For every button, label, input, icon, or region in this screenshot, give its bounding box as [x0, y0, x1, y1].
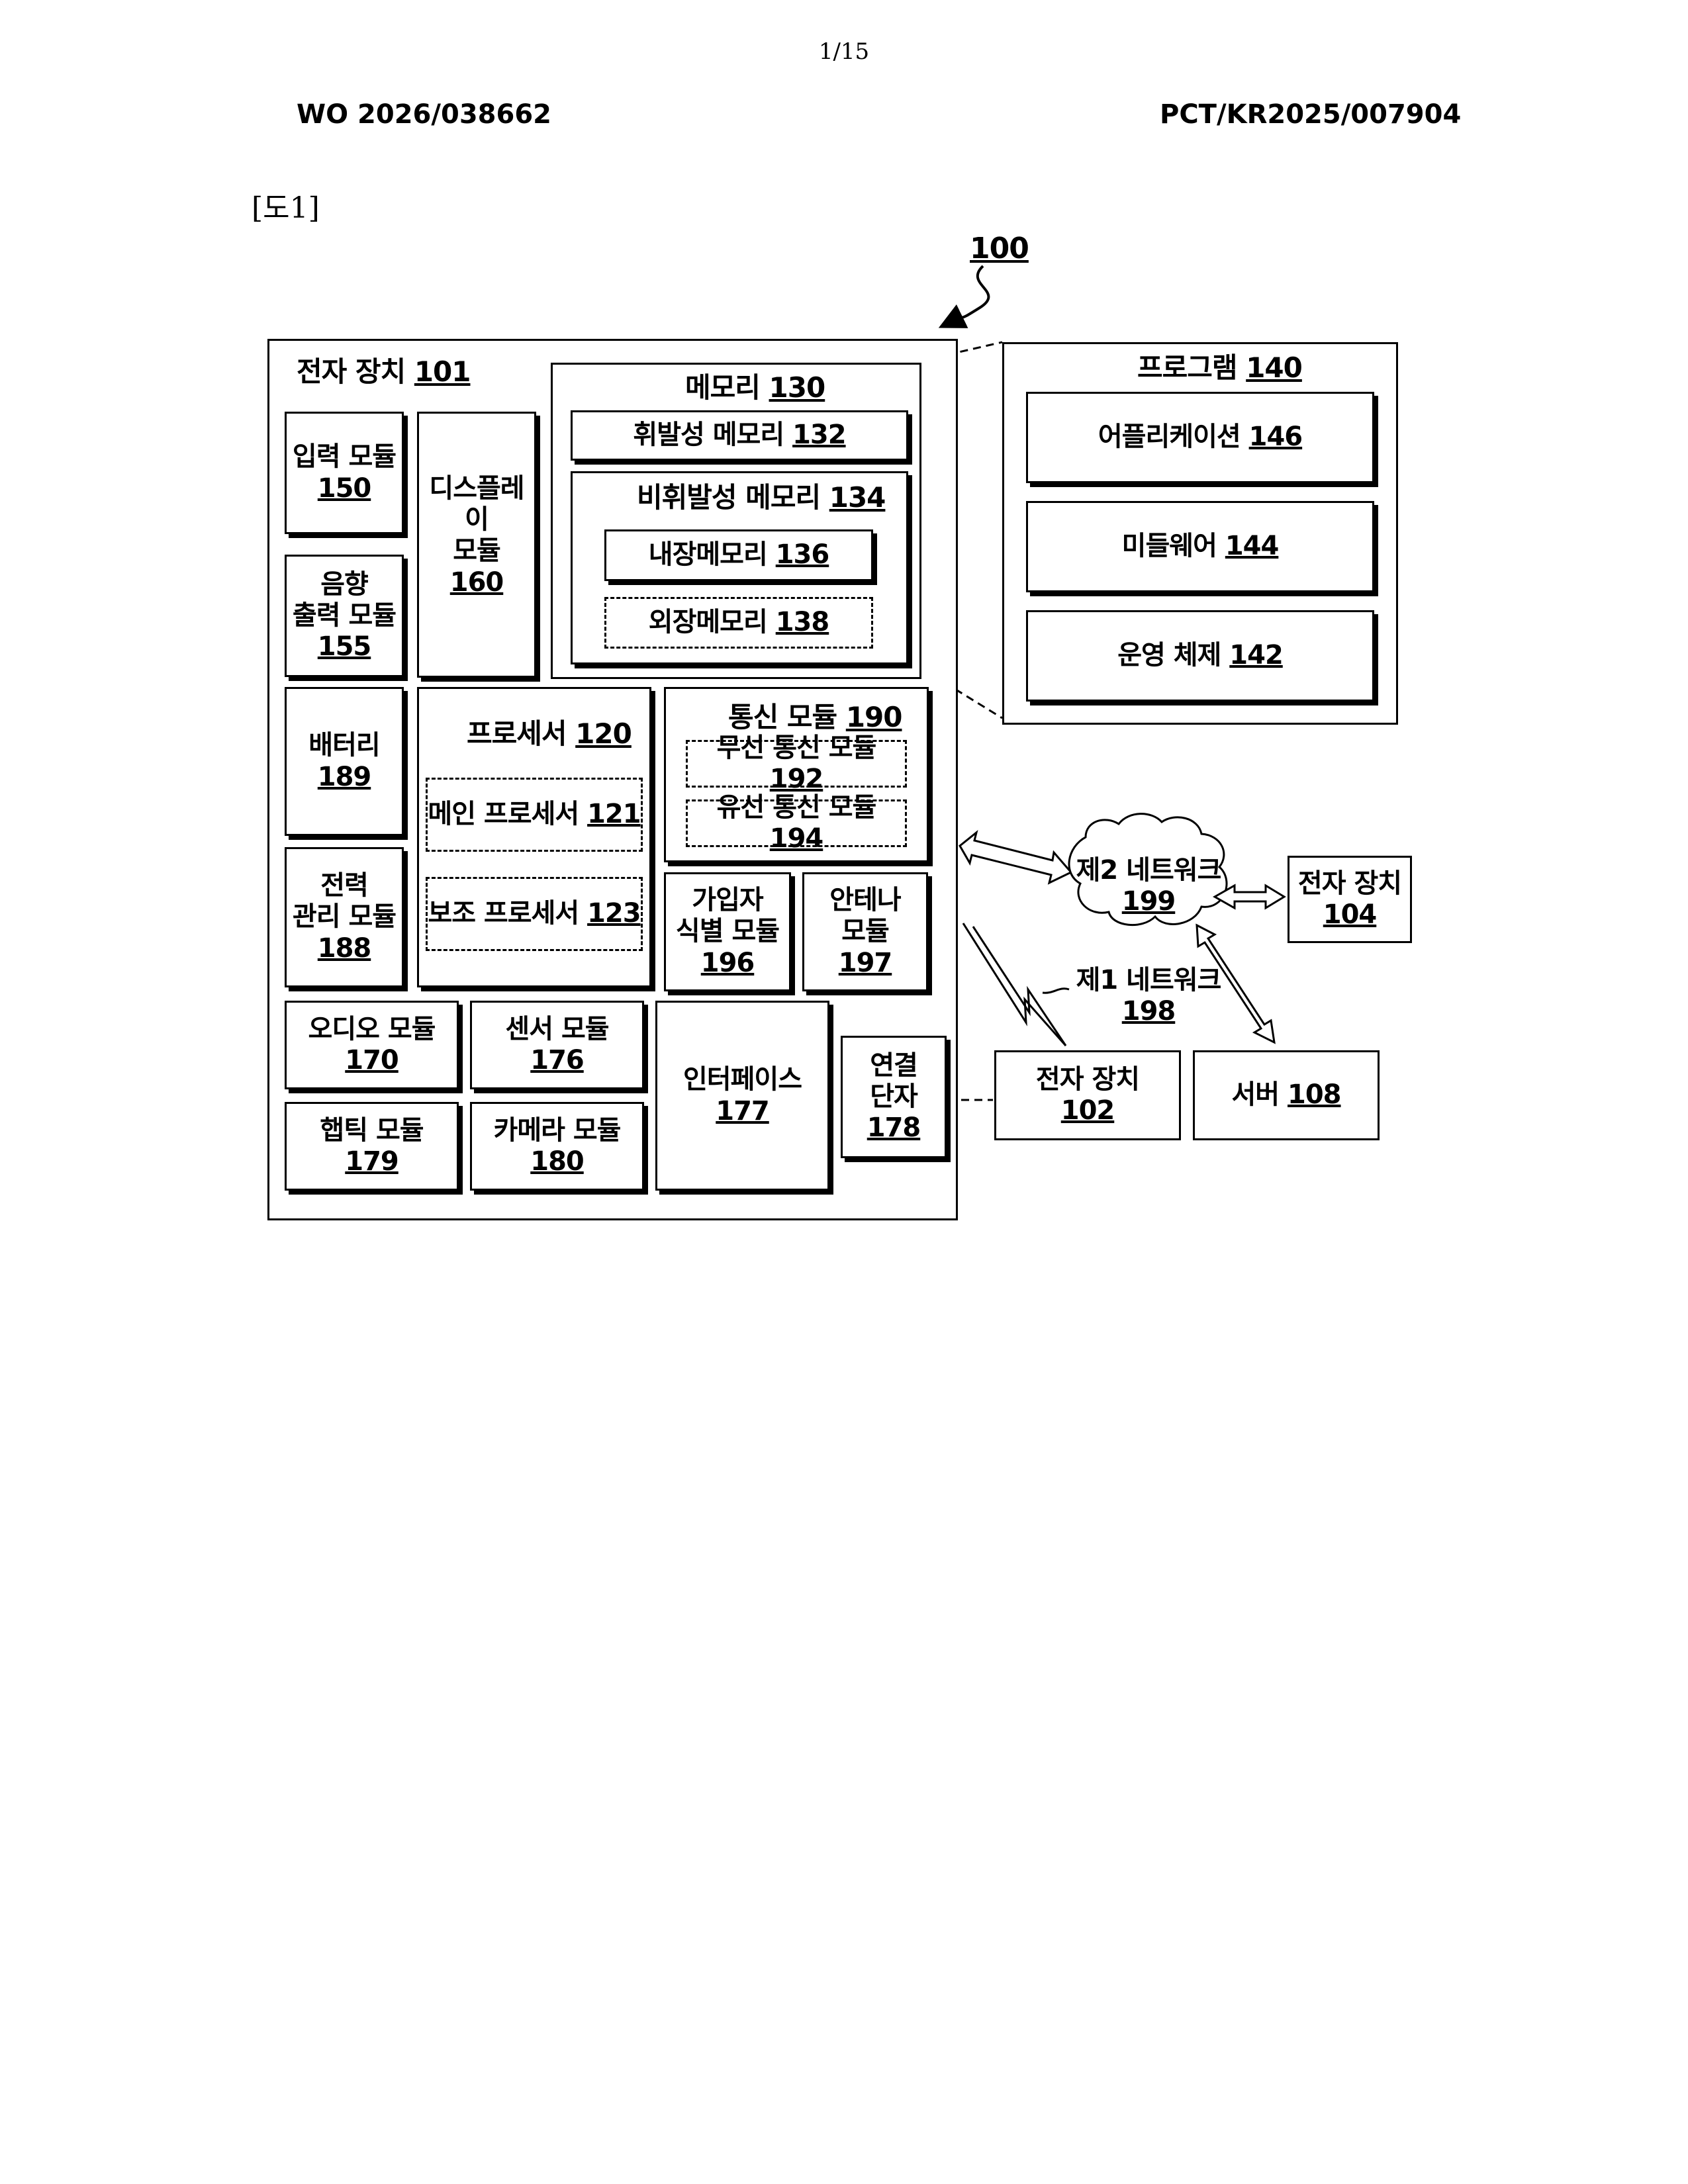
- system-ref: 100: [970, 232, 1029, 265]
- nonvolatile-memory-title: 비휘발성 메모리 134: [637, 475, 885, 516]
- middleware-box: 미들웨어 144: [1026, 501, 1374, 592]
- program-title: 프로그램 140: [1137, 345, 1302, 386]
- sensor-module-box: 센서 모듈176: [470, 1001, 644, 1089]
- internal-memory-box: 내장메모리 136: [604, 529, 873, 581]
- battery-box: 배터리189: [285, 687, 404, 836]
- external-memory-box: 외장메모리 138: [604, 597, 873, 649]
- server-box: 서버 108: [1193, 1050, 1380, 1140]
- first-network-label: 제1 네트워크198: [1072, 965, 1225, 1027]
- processor-title: 프로세서 120: [467, 711, 632, 752]
- subscriber-id-module-box: 가입자식별 모듈196: [664, 872, 791, 991]
- input-module-box: 입력 모듈150: [285, 412, 404, 534]
- display-module-box: 디스플레이모듈160: [417, 412, 536, 678]
- wireless-comm-box: 무선 통신 모듈 192: [686, 740, 907, 788]
- main-processor-box: 메인 프로세서 121: [426, 778, 643, 852]
- device-104-box: 전자 장치104: [1288, 856, 1412, 943]
- audio-module-box: 오디오 모듈170: [285, 1001, 459, 1089]
- second-network-label: 제2 네트워크199: [1072, 855, 1225, 917]
- device-102-box: 전자 장치102: [994, 1050, 1181, 1140]
- first-network-leader: [1043, 989, 1069, 993]
- lightning-first-network: [963, 923, 1066, 1046]
- haptic-module-box: 햅틱 모듈179: [285, 1102, 459, 1191]
- sound-output-module-box: 음향출력 모듈155: [285, 555, 404, 677]
- connection-terminal-box: 연결단자178: [841, 1036, 947, 1158]
- wired-comm-box: 유선 통신 모듈 194: [686, 799, 907, 847]
- power-management-box: 전력관리 모듈188: [285, 847, 404, 987]
- antenna-module-box: 안테나모듈197: [802, 872, 928, 991]
- volatile-memory-box: 휘발성 메모리 132: [571, 410, 908, 461]
- device-101-title: 전자 장치 101: [297, 349, 470, 390]
- operating-system-box: 운영 체제 142: [1026, 610, 1374, 702]
- communication-module-title: 통신 모듈 190: [728, 695, 902, 735]
- application-box: 어플리케이션 146: [1026, 392, 1374, 483]
- auxiliary-processor-box: 보조 프로세서 123: [426, 877, 643, 951]
- double-arrow-comm-network: [960, 833, 1071, 883]
- system-pointer: [943, 266, 988, 326]
- interface-box: 인터페이스177: [655, 1001, 829, 1191]
- memory-title: 메모리 130: [685, 365, 825, 406]
- camera-module-box: 카메라 모듈180: [470, 1102, 644, 1191]
